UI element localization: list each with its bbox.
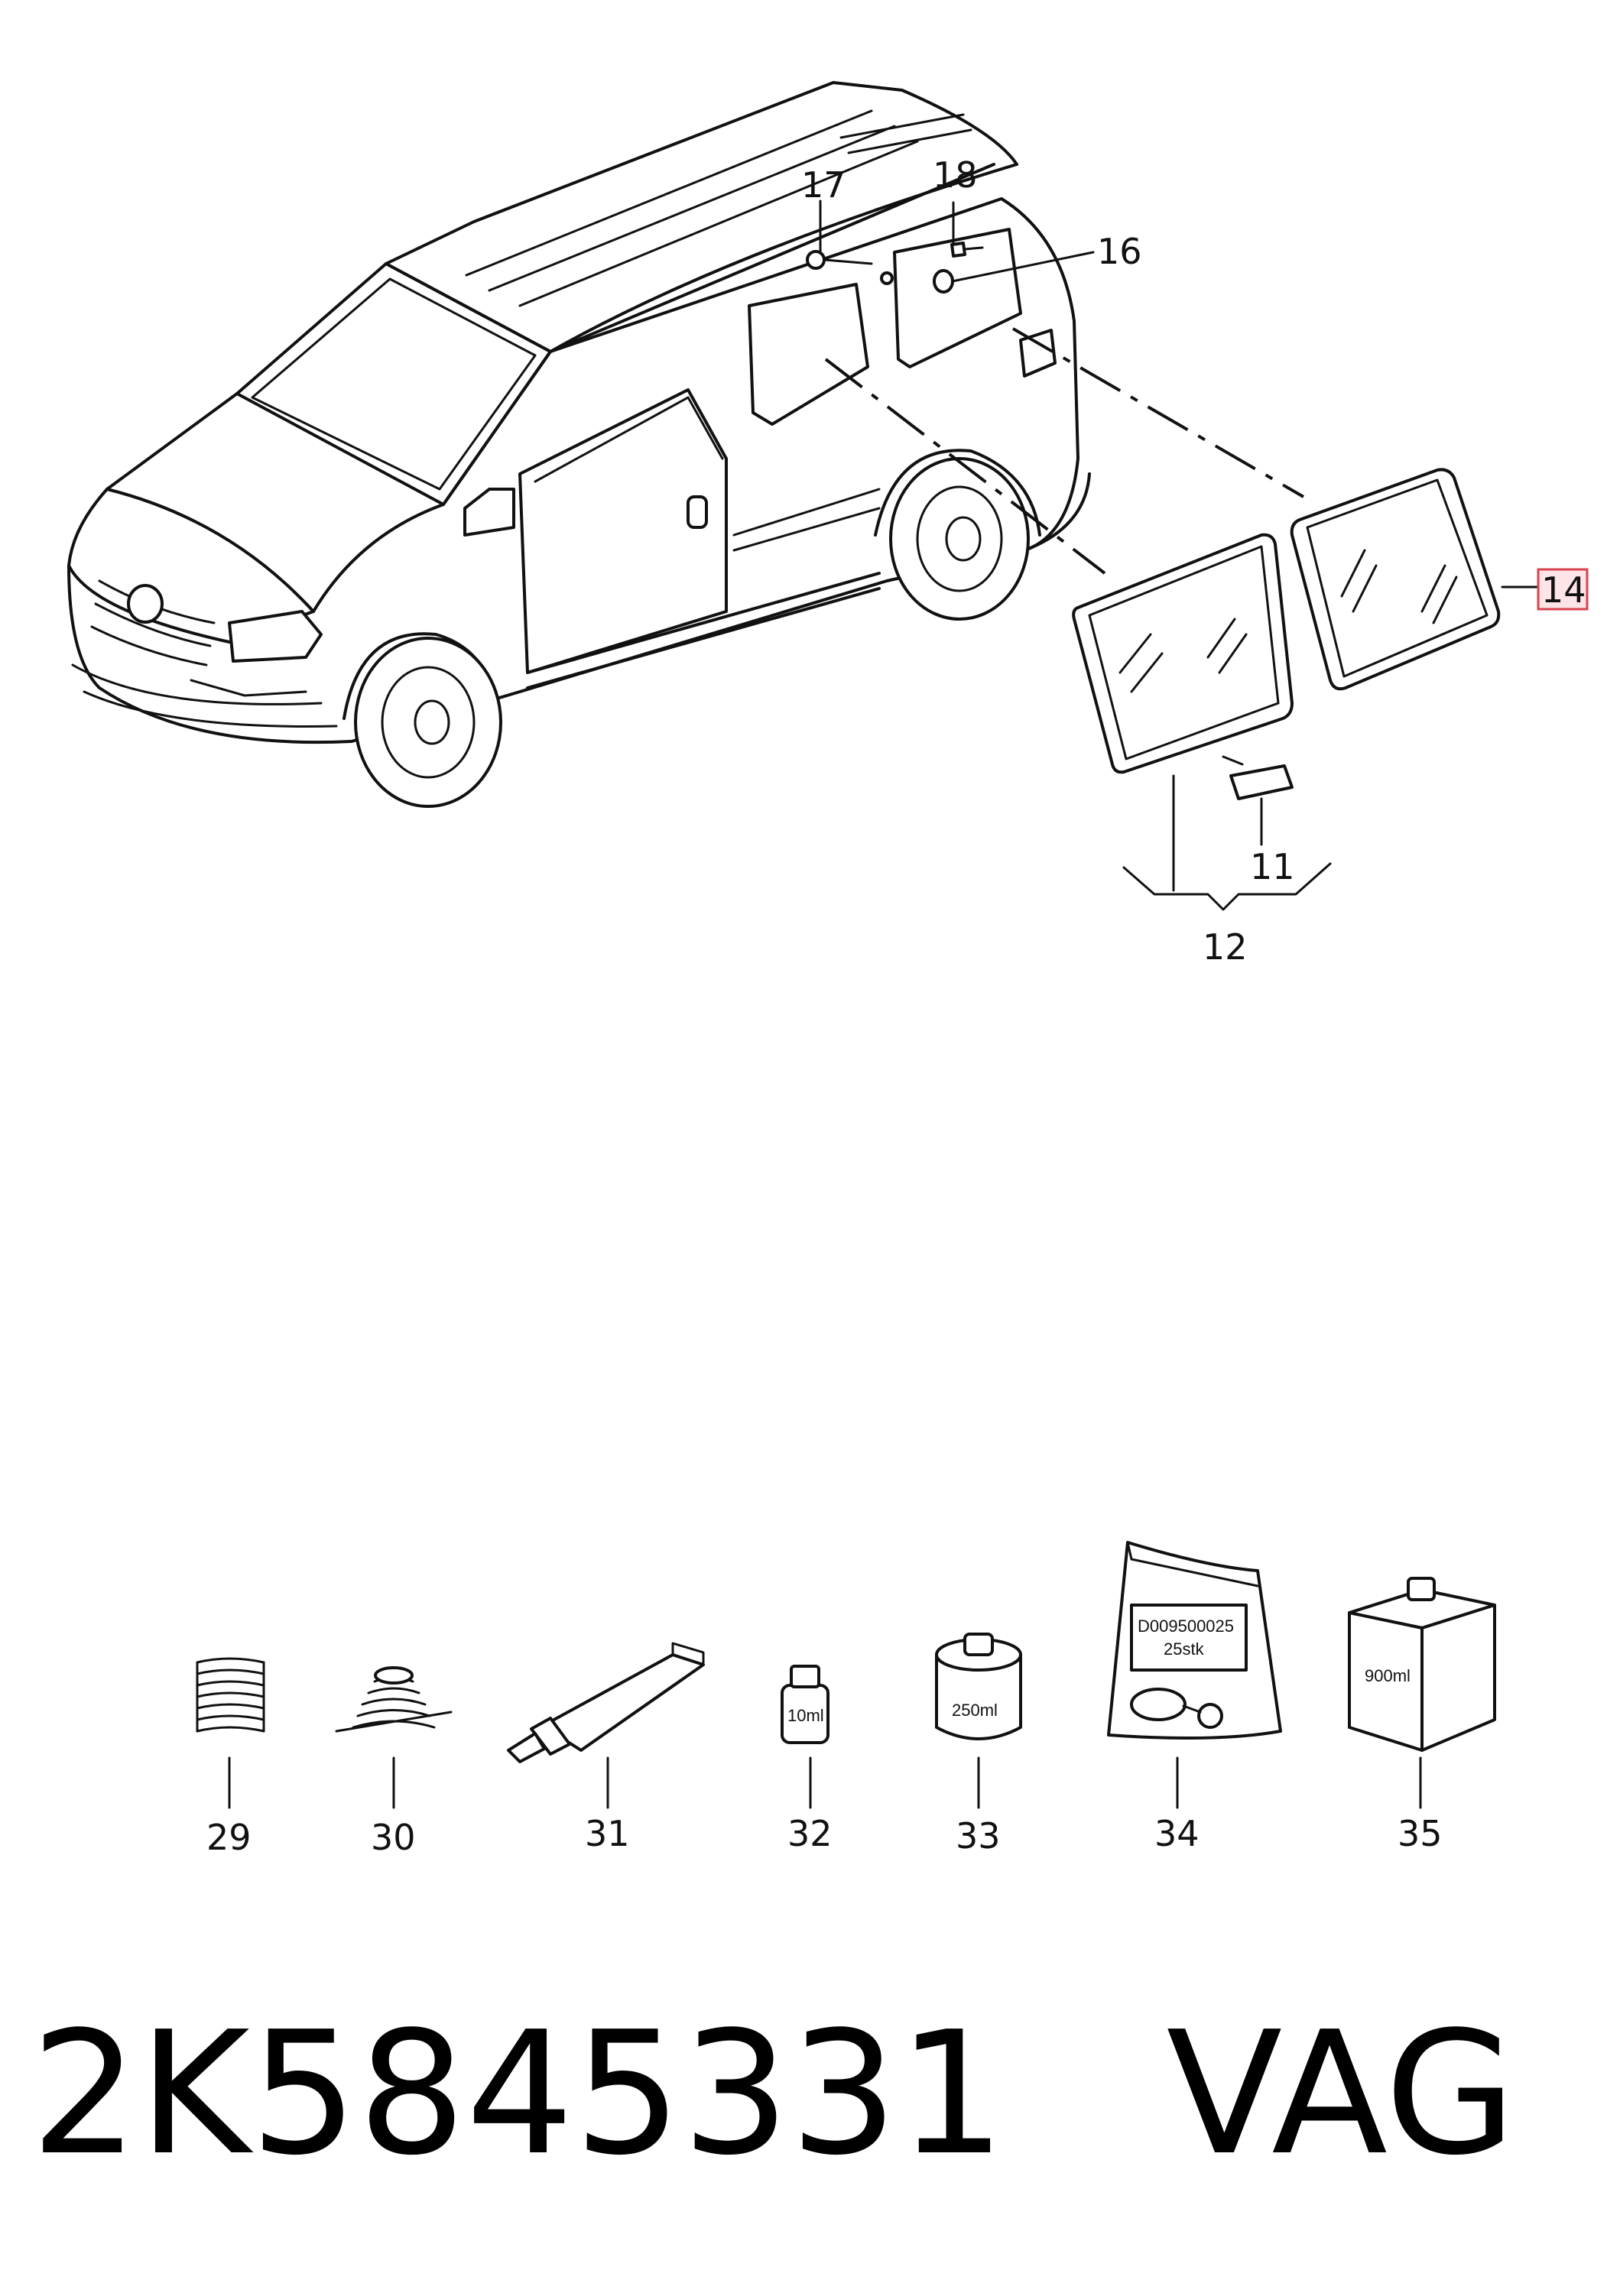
adhesive-tube: [507, 1642, 705, 1763]
window-glass-rear: [1290, 468, 1501, 691]
primer-can: 250ml: [935, 1633, 1022, 1740]
window-glass-front: [1072, 533, 1294, 774]
callout-17: 17: [801, 164, 846, 206]
footer-part-info: 2K5845331 VAG: [31, 1996, 1605, 2193]
callout-11: 11: [1250, 846, 1295, 887]
box-label: 900ml: [1365, 1666, 1411, 1685]
bottle-label: 10ml: [787, 1706, 824, 1725]
rear-wheel: [874, 449, 1041, 621]
callout-32: 32: [787, 1813, 833, 1854]
part-number: 2K5845331: [31, 1996, 1006, 2193]
callout-16: 16: [1097, 231, 1142, 272]
van-illustration: [67, 81, 1091, 808]
callout-30: 30: [371, 1817, 416, 1858]
bag-code: D009500025: [1138, 1617, 1234, 1636]
callout-34: 34: [1154, 1813, 1200, 1854]
can-label: 250ml: [952, 1701, 998, 1720]
callout-12: 12: [1203, 926, 1248, 968]
front-wheel: [343, 632, 502, 808]
leader-lines: [819, 199, 1538, 911]
cleaner-box: 900ml: [1348, 1577, 1496, 1752]
wipes-bag: D009500025 25stk: [1107, 1541, 1282, 1740]
callout-31: 31: [585, 1813, 630, 1854]
fasteners: [806, 242, 984, 293]
callout-18: 18: [933, 154, 978, 196]
small-bottle: 10ml: [781, 1665, 829, 1744]
callout-29: 29: [206, 1817, 252, 1858]
callout-33: 33: [956, 1815, 1001, 1857]
callout-14-highlight: [1537, 568, 1589, 611]
callout-35: 35: [1398, 1813, 1443, 1854]
brand: VAG: [1166, 1996, 1517, 2193]
clip-part: [1222, 755, 1294, 800]
conical-spring: [335, 1666, 453, 1733]
coil-spring: [196, 1657, 265, 1733]
callout-14: 14: [1541, 569, 1586, 611]
bag-qty: 25stk: [1164, 1639, 1205, 1659]
